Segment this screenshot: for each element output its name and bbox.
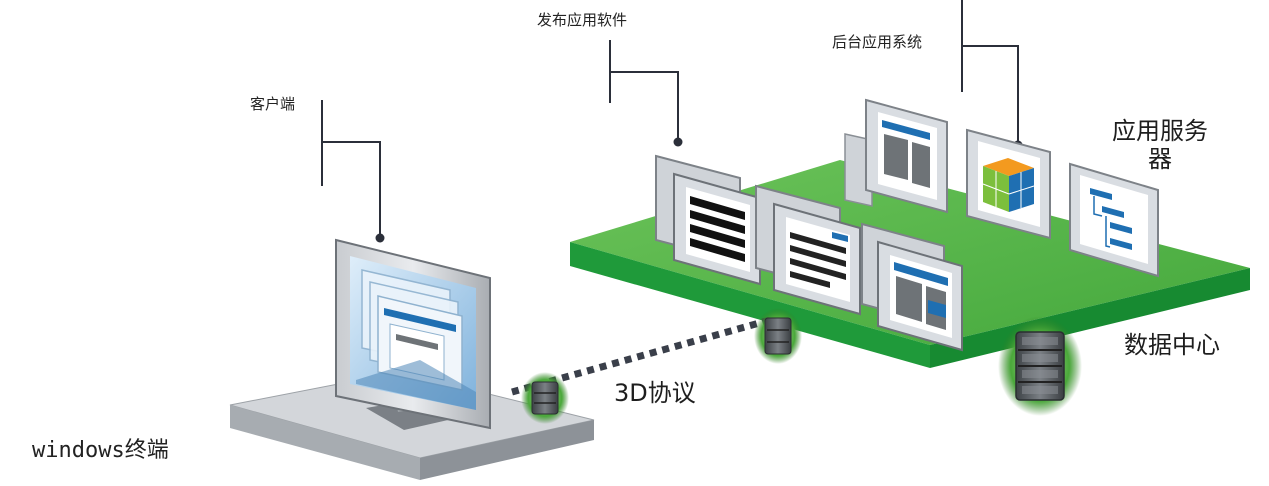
leader-lines: [321, 0, 1019, 236]
client-leader-dot: [375, 233, 385, 243]
backend-leader: [962, 45, 1019, 144]
app-window-icon: [877, 240, 963, 352]
server-icon: [754, 308, 802, 364]
app-server-label-line1: 应用服务: [1112, 117, 1208, 145]
client-leader: [322, 141, 381, 236]
client-label: 客户端: [250, 95, 296, 113]
terminal-label: windows终端: [32, 438, 169, 463]
app-window-icon: [1069, 162, 1159, 278]
app-server-label-line2: 器: [1148, 144, 1172, 173]
protocol-label: 3D协议: [614, 379, 696, 407]
publish-app-label: 发布应用软件: [537, 11, 628, 29]
app-window-icon: [773, 202, 861, 316]
monitor-icon: [335, 238, 491, 430]
publish-leader: [610, 71, 679, 140]
server-icon: [998, 316, 1082, 416]
server-icon: [521, 372, 569, 424]
app-window-icon: [673, 172, 761, 286]
cube-icon: [982, 158, 1035, 212]
publish-leader-dot: [673, 137, 683, 147]
data-center-label: 数据中心: [1124, 331, 1220, 359]
app-server-label: 应用服务 器: [1100, 117, 1220, 173]
app-window-icon: [865, 98, 948, 214]
backend-system-label: 后台应用系统: [832, 33, 923, 51]
